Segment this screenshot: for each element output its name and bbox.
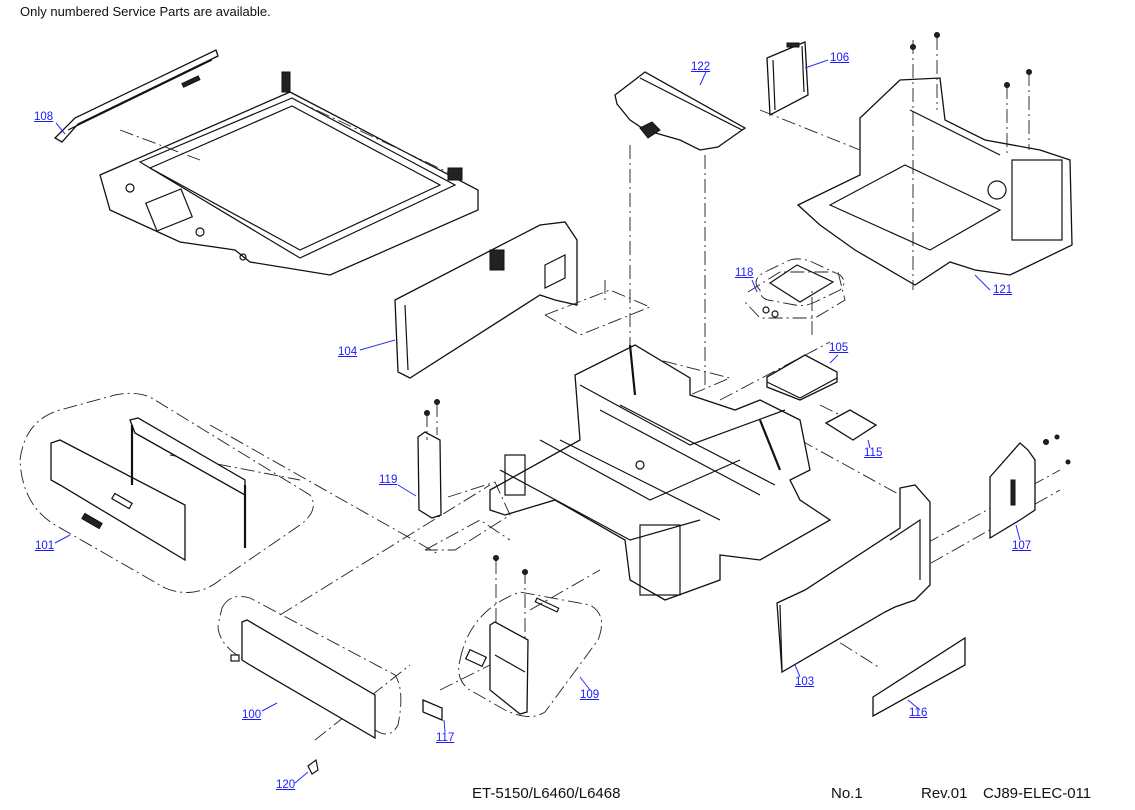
part-116-label-sheet [872,636,966,718]
part-label-120[interactable]: 120 [276,779,296,791]
part-label-104[interactable]: 104 [338,346,358,358]
part-104-rear-panel [394,221,606,379]
callout-leader-lines [54,59,1021,784]
part-109-ink-cover-group [458,555,603,717]
part-121-base-frame [796,32,1073,290]
part-117-label [422,699,443,721]
part-label-115[interactable]: 115 [864,447,883,459]
part-119-bracket [417,399,511,551]
footer-page-number: No.1 [831,785,863,802]
part-label-100[interactable]: 100 [242,709,262,721]
part-122-cover [614,71,747,151]
part-105-panel-unit [766,354,838,401]
part-label-117[interactable]: 117 [436,732,455,744]
part-label-103[interactable]: 103 [795,676,815,688]
part-label-119[interactable]: 119 [379,474,398,486]
part-label-118[interactable]: 118 [735,267,754,279]
part-106-bracket [766,41,809,117]
scanner-unit [99,71,479,276]
part-label-122[interactable]: 122 [691,61,711,73]
footer-model: ET-5150/L6460/L6468 [472,785,621,802]
part-label-109[interactable]: 109 [580,689,600,701]
service-parts-note: Only numbered Service Parts are availabl… [20,4,271,19]
part-label-107[interactable]: 107 [1012,540,1032,552]
part-107-side-cover [989,434,1071,540]
part-label-108[interactable]: 108 [34,111,54,123]
part-label-105[interactable]: 105 [829,342,849,354]
part-118-panel-sheet [755,258,845,318]
part-label-121[interactable]: 121 [993,284,1013,296]
part-label-116[interactable]: 116 [909,707,928,719]
part-label-106[interactable]: 106 [830,52,850,64]
part-100-output-tray-group [217,595,402,775]
main-chassis [489,344,832,601]
footer-doc-code: CJ89-ELEC-011 [983,785,1092,802]
part-101-front-cover-group [19,392,314,593]
part-115-sheet [824,409,878,441]
part-label-101[interactable]: 101 [35,540,55,552]
footer-revision: Rev.01 [921,785,968,802]
part-108-scanner-frame-bar [53,49,219,143]
part-103-side-cover [776,484,931,674]
